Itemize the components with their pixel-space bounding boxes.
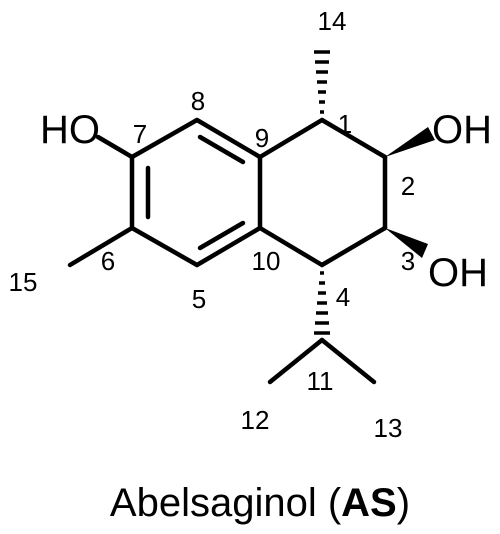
hashed-bond-c1-c14 bbox=[314, 50, 330, 114]
saturated-ring bbox=[257, 117, 388, 268]
atom-number-2: 2 bbox=[401, 171, 415, 201]
atom-number-12: 12 bbox=[241, 405, 270, 435]
bond-c7-c8 bbox=[129, 117, 200, 160]
substituents bbox=[67, 50, 435, 385]
atom-number-15: 15 bbox=[9, 267, 38, 297]
bond-c8-c9 bbox=[194, 117, 263, 160]
compound-caption: Abelsaginol (AS) bbox=[110, 481, 410, 525]
hydroxyl-label-c2: OH bbox=[432, 108, 492, 152]
wedge-bond-c2-oh bbox=[385, 127, 435, 157]
bond-c10-c5 bbox=[194, 225, 263, 268]
compound-name: Abelsaginol bbox=[110, 481, 317, 525]
atom-number-3: 3 bbox=[401, 246, 415, 276]
bond-c11-c12 bbox=[267, 337, 325, 385]
double-bond-c10-c5 bbox=[197, 220, 246, 251]
caption-close-paren: ) bbox=[397, 481, 410, 525]
bond-c6-c15 bbox=[67, 225, 135, 268]
bond-c9-c1 bbox=[257, 117, 325, 160]
bond-c4-c10 bbox=[257, 225, 325, 268]
atom-number-13: 13 bbox=[374, 413, 403, 443]
atom-number-14: 14 bbox=[318, 6, 347, 36]
caption-open-paren: ( bbox=[317, 481, 342, 525]
hashed-bond-c4-c11 bbox=[314, 271, 330, 335]
hydroxyl-label-c7: HO bbox=[40, 108, 100, 152]
atom-number-1: 1 bbox=[338, 109, 352, 139]
atom-number-7: 7 bbox=[133, 119, 147, 149]
double-bond-c8-c9 bbox=[197, 134, 246, 165]
atom-number-8: 8 bbox=[191, 86, 205, 116]
atom-number-6: 6 bbox=[101, 246, 115, 276]
bond-c11-c13 bbox=[319, 337, 377, 385]
aromatic-ring bbox=[129, 117, 263, 268]
bond-c3-c4 bbox=[319, 225, 388, 268]
atom-number-10: 10 bbox=[252, 246, 281, 276]
atom-number-11: 11 bbox=[307, 366, 334, 396]
bond-c7-oh bbox=[95, 134, 135, 160]
hydroxyl-label-c3: OH bbox=[428, 251, 488, 295]
compound-abbreviation: AS bbox=[341, 481, 397, 525]
bond-c5-c6 bbox=[129, 225, 200, 268]
atom-number-5: 5 bbox=[192, 284, 206, 314]
atom-number-9: 9 bbox=[255, 123, 269, 153]
atom-number-4: 4 bbox=[336, 282, 350, 312]
bond-c1-c2 bbox=[319, 117, 388, 160]
wedge-bond-c3-oh bbox=[385, 228, 428, 258]
